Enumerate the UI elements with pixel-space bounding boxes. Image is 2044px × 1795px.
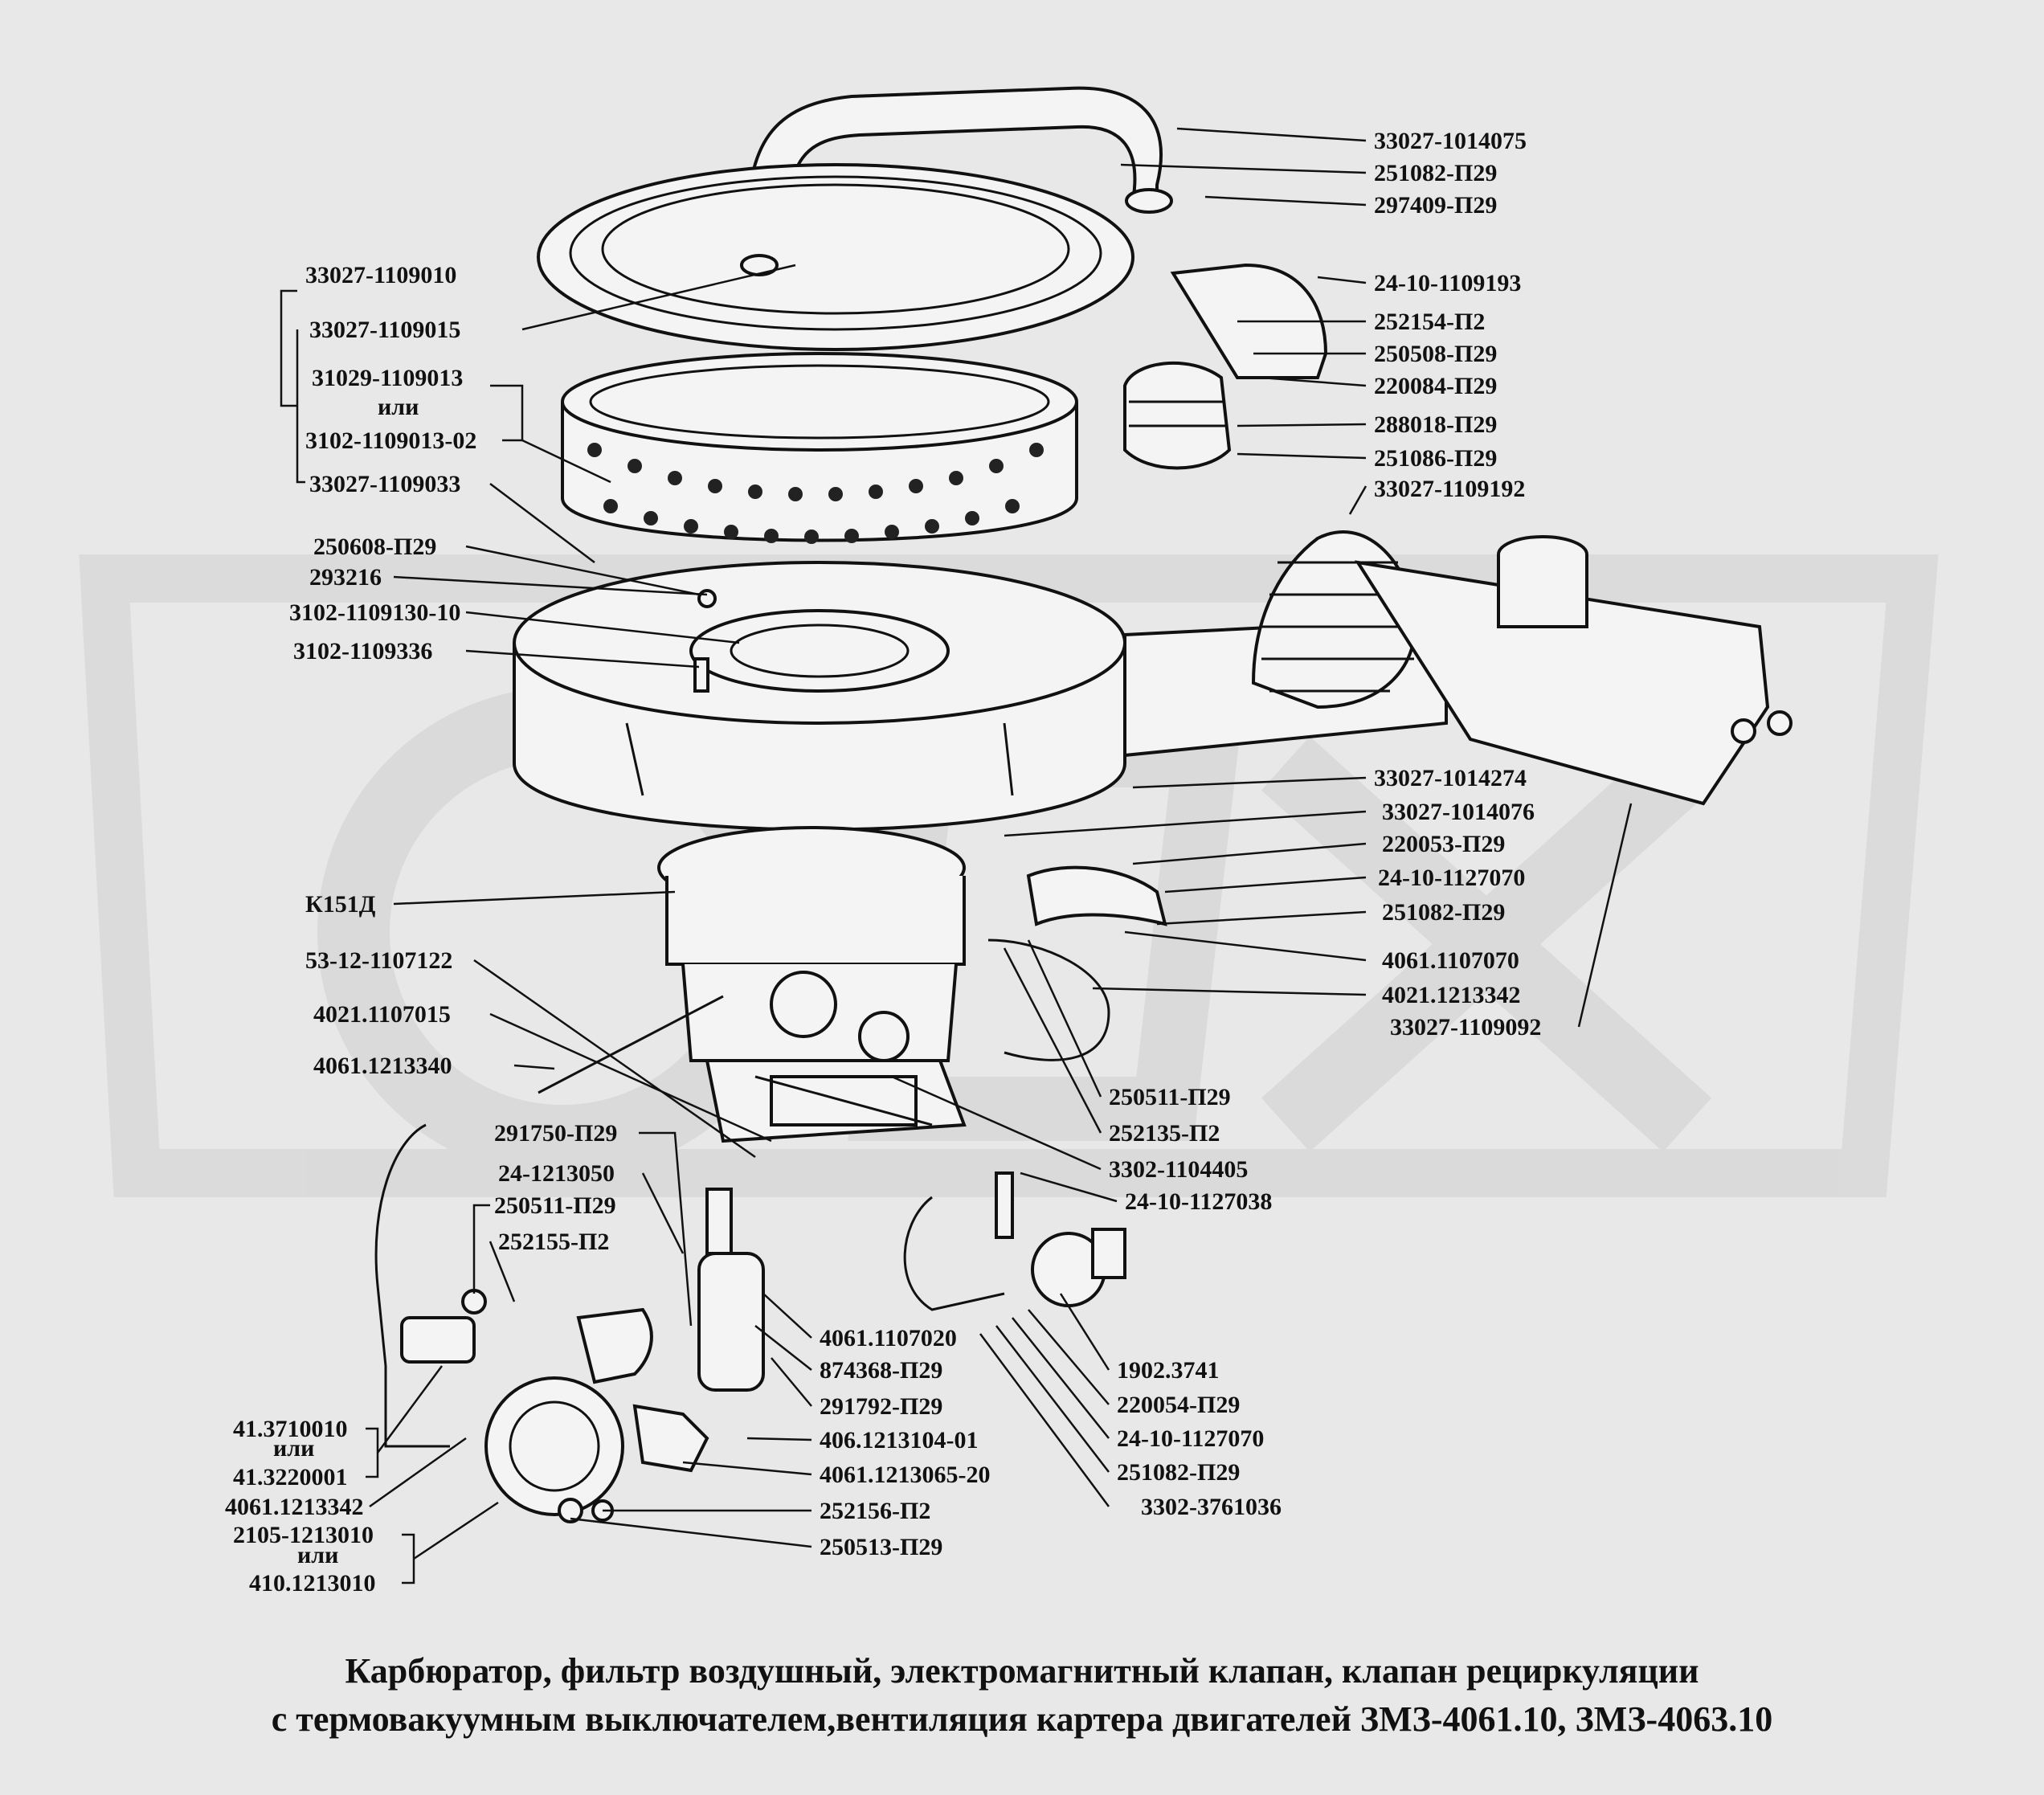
label-24-10-1127070-b: 24-10-1127070	[1117, 1425, 1264, 1452]
label-1902-3741: 1902.3741	[1117, 1357, 1220, 1384]
label-220054-p29: 220054-П29	[1117, 1392, 1240, 1418]
label-3102-1109336: 3102-1109336	[293, 638, 432, 664]
label-406-1213104-01: 406.1213104-01	[820, 1427, 979, 1454]
label-3302-1104405: 3302-1104405	[1109, 1156, 1248, 1183]
label-33027-1109192: 33027-1109192	[1374, 476, 1525, 502]
label-251082-p29-b: 251082-П29	[1382, 899, 1505, 926]
solenoid-valve	[903, 1171, 1126, 1311]
label-4021-1213342: 4021.1213342	[1382, 982, 1521, 1008]
label-3302-3761036: 3302-3761036	[1141, 1494, 1282, 1520]
crankcase-vent-hoses	[538, 865, 1167, 1126]
label-297409-p29: 297409-П29	[1374, 192, 1497, 219]
label-288018-p29: 288018-П29	[1374, 411, 1497, 438]
label-k151d: К151Д	[305, 891, 376, 918]
caption-line-1: Карбюратор, фильтр воздушный, электромаг…	[345, 1651, 1699, 1691]
label-4061-1213342: 4061.1213342	[225, 1494, 364, 1520]
label-33027-1014076: 33027-1014076	[1382, 799, 1535, 825]
leader-lines	[280, 127, 1633, 1584]
air-filter-cover	[537, 163, 1134, 351]
label-293216: 293216	[309, 564, 382, 591]
label-252155-p2: 252155-П2	[498, 1229, 609, 1255]
label-33027-1014075: 33027-1014075	[1374, 128, 1527, 154]
label-33027-1109010: 33027-1109010	[305, 262, 456, 288]
label-24-1213050: 24-1213050	[498, 1160, 615, 1187]
label-3102-1109013-02: 3102-1109013-02	[305, 427, 476, 454]
label-220084-p29: 220084-П29	[1374, 373, 1497, 399]
label-251082-p29-a: 251082-П29	[1374, 160, 1497, 186]
label-33027-1109033: 33027-1109033	[309, 471, 460, 497]
label-33027-1109092: 33027-1109092	[1390, 1014, 1541, 1041]
label-250511-p29-b: 250511-П29	[494, 1192, 616, 1219]
label-or-egr: или	[297, 1542, 338, 1568]
label-24-10-1127038: 24-10-1127038	[1125, 1188, 1272, 1215]
label-4061-1213340: 4061.1213340	[313, 1053, 452, 1079]
label-410-1213010: 410.1213010	[249, 1570, 376, 1597]
label-2105-1213010: 2105-1213010	[233, 1522, 374, 1548]
air-intake-shroud	[1354, 535, 1793, 806]
label-251086-p29: 251086-П29	[1374, 445, 1497, 472]
label-24-10-1127070-a: 24-10-1127070	[1378, 865, 1525, 891]
air-filter-element	[561, 352, 1078, 544]
part-labels: 33027-1014075 251082-П29 297409-П29 24-1…	[225, 128, 1541, 1597]
label-33027-1109015: 33027-1109015	[309, 317, 460, 343]
label-4061-1213065-20: 4061.1213065-20	[820, 1462, 991, 1488]
label-252135-p2: 252135-П2	[1109, 1120, 1220, 1147]
label-250513-p29: 250513-П29	[820, 1534, 942, 1560]
caption-line-2: с термовакуумным выключателем,вентиляция…	[271, 1699, 1773, 1739]
label-291792-p29: 291792-П29	[820, 1393, 942, 1420]
label-or-filter: или	[378, 394, 419, 420]
label-24-10-1109193: 24-10-1109193	[1374, 270, 1521, 296]
label-53-12-1107122: 53-12-1107122	[305, 947, 452, 974]
label-31029-1109013: 31029-1109013	[312, 365, 463, 391]
label-220053-p29: 220053-П29	[1382, 831, 1505, 857]
label-3102-1109130-10: 3102-1109130-10	[289, 599, 460, 626]
label-251082-p29-c: 251082-П29	[1117, 1459, 1240, 1486]
label-41-3710010: 41.3710010	[233, 1416, 348, 1442]
label-4061-1107020: 4061.1107020	[820, 1325, 957, 1351]
label-4021-1107015: 4021.1107015	[313, 1001, 451, 1028]
label-41-3220001: 41.3220001	[233, 1464, 348, 1490]
egr-valve-group	[374, 1123, 765, 1523]
label-250511-p29-a: 250511-П29	[1109, 1084, 1231, 1110]
label-33027-1014274: 33027-1014274	[1374, 765, 1527, 791]
label-252156-p2: 252156-П2	[820, 1498, 930, 1524]
label-or-valve: или	[273, 1435, 314, 1462]
label-252154-p2: 252154-П2	[1374, 309, 1485, 335]
label-4061-1107070: 4061.1107070	[1382, 947, 1519, 974]
diagram-caption: Карбюратор, фильтр воздушный, электромаг…	[0, 1647, 2044, 1744]
label-250608-p29: 250608-П29	[313, 534, 436, 560]
warm-air-connector	[1123, 263, 1328, 470]
label-874368-p29: 874368-П29	[820, 1357, 942, 1384]
label-291750-p29: 291750-П29	[494, 1120, 617, 1147]
label-250508-p29: 250508-П29	[1374, 341, 1497, 367]
